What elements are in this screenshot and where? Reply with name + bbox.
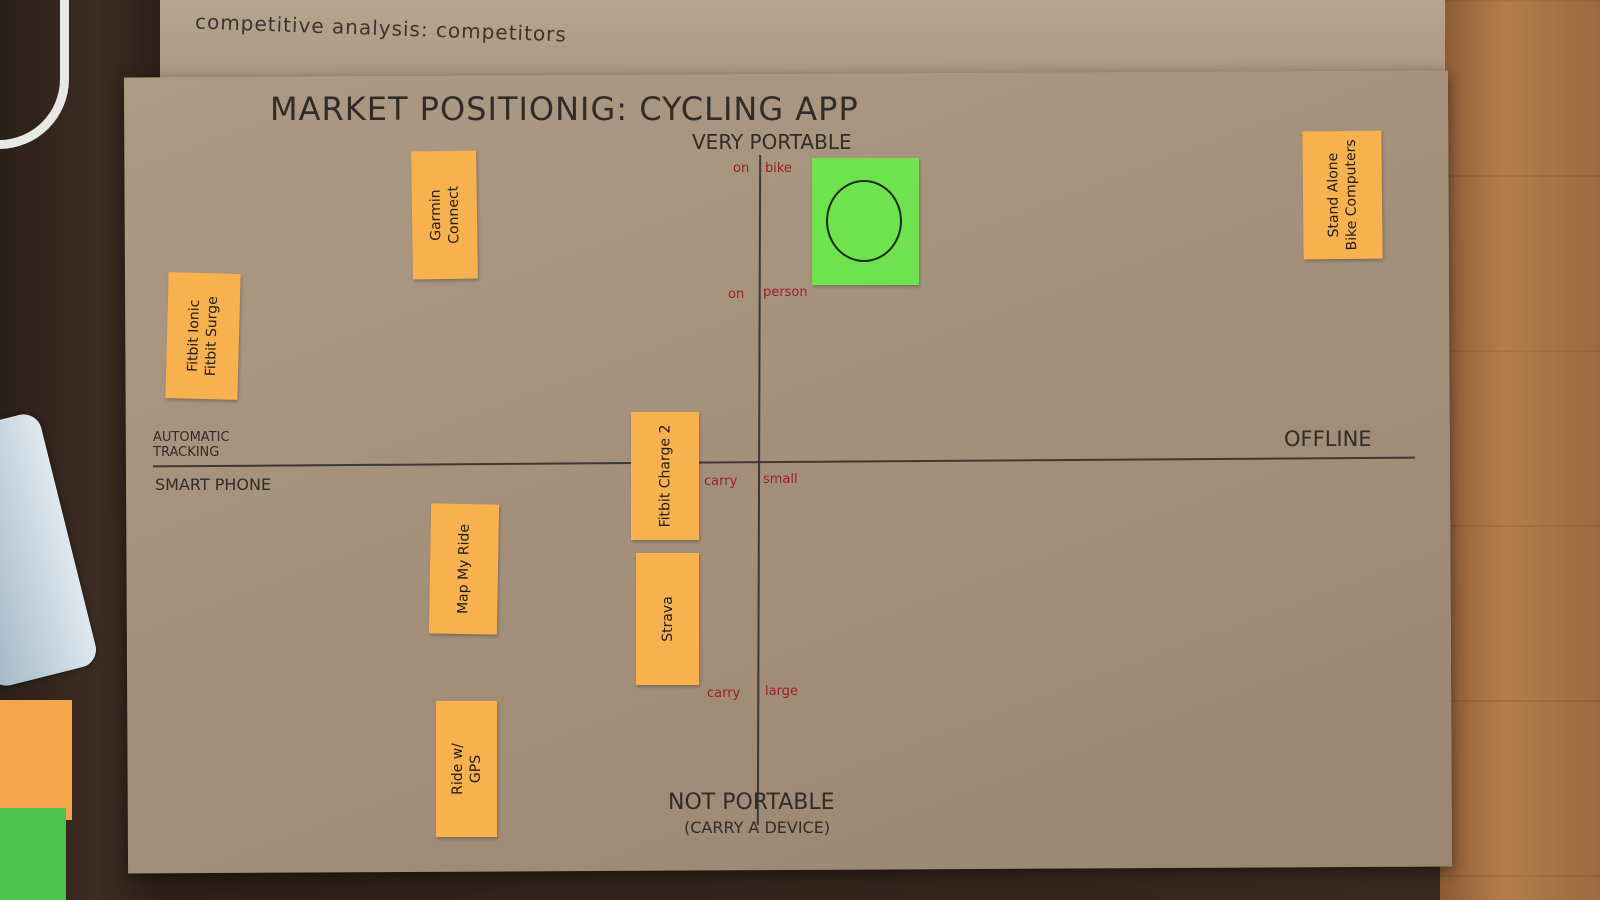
side-sticky-orange [0, 700, 72, 820]
axis-label-right: OFFLINE [1284, 427, 1372, 451]
target-position-sticky [812, 158, 919, 285]
sticky-label: Ride w/ GPS [449, 743, 484, 795]
scale-on-person-left: on [728, 287, 745, 302]
sticky-label: Fitbit Ionic Fitbit Surge [185, 296, 222, 377]
sticky-fitbit-charge-2: Fitbit Charge 2 [631, 412, 699, 540]
sticky-strava: Strava [636, 553, 699, 685]
scale-carry-small-left: carry [704, 474, 738, 489]
sticky-label: Map My Ride [455, 523, 473, 615]
side-sticky-green [0, 808, 66, 900]
scale-on-bike-right: bike [765, 161, 792, 176]
sticky-garmin-connect: Garmin Connect [411, 150, 478, 280]
scale-carry-small-right: small [763, 472, 798, 487]
sticky-label: Strava [659, 596, 676, 642]
sticky-label: Fitbit Charge 2 [657, 424, 674, 528]
axis-label-bottom-sub: (CARRY A DEVICE) [684, 818, 831, 837]
axis-label-bottom: NOT PORTABLE [668, 790, 835, 815]
board-title: MARKET POSITIONIG: CYCLING APP [270, 90, 859, 128]
axis-label-left-bottom: SMART PHONE [155, 475, 272, 494]
scale-on-person-right: person [763, 285, 808, 300]
sticky-stand-alone-bike-computers: Stand Alone Bike Computers [1302, 130, 1383, 260]
sticky-map-my-ride: Map My Ride [428, 503, 500, 635]
sticky-fitbit-ionic-surge: Fitbit Ionic Fitbit Surge [165, 272, 241, 400]
axis-label-left-top: AUTOMATIC TRACKING [153, 430, 230, 460]
scale-carry-large-left: carry [707, 686, 741, 701]
sticky-label: Stand Alone Bike Computers [1325, 139, 1361, 251]
scale-on-bike-left: on [733, 161, 750, 176]
white-cable [0, 0, 69, 149]
scale-carry-large-right: large [765, 684, 798, 699]
laptop-edge [0, 410, 100, 690]
axis-label-top: VERY PORTABLE [692, 130, 852, 154]
wood-floor [1440, 0, 1600, 900]
target-circle-mark [826, 180, 902, 262]
sticky-ride-with-gps: Ride w/ GPS [436, 701, 497, 837]
sticky-label: Garmin Connect [427, 185, 462, 244]
